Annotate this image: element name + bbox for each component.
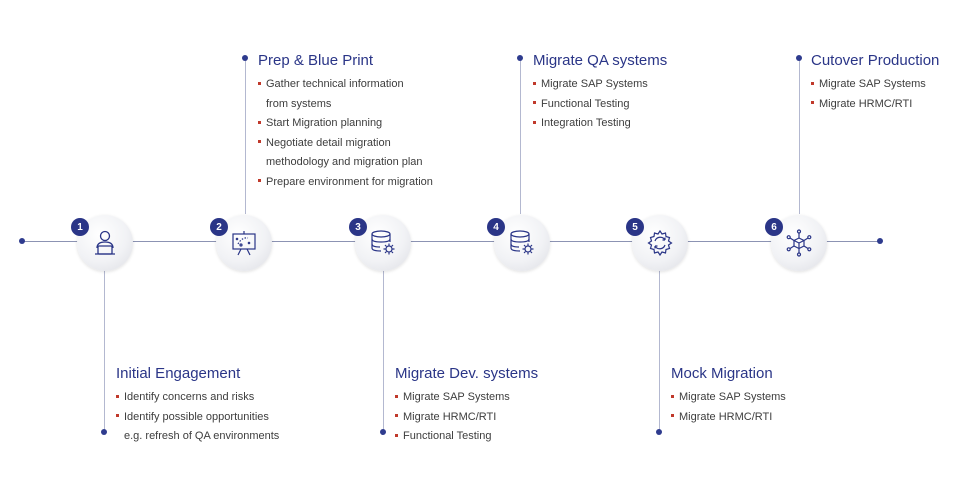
bullet-icon — [533, 101, 536, 105]
step-title: Migrate QA systems — [533, 52, 668, 69]
connector-step-3 — [383, 270, 384, 432]
bullet-icon — [116, 394, 119, 398]
task-label: Functional Testing — [403, 430, 492, 442]
step-title: Initial Engagement — [116, 365, 241, 382]
connector-dot-step-3 — [380, 429, 386, 435]
task-label: Identify concerns and risks — [124, 391, 255, 403]
task-item: Migrate SAP Systems — [395, 388, 538, 408]
step-task-list: Gather technical information from systems… — [258, 75, 433, 192]
task-item: Migrate HRMC/RTI — [395, 408, 538, 428]
step-title: Mock Migration — [671, 365, 773, 382]
task-label: Negotiate detail migration — [266, 136, 391, 149]
database-gear-icon — [510, 230, 534, 255]
timeline-end-dot — [877, 238, 883, 244]
step-6-circle — [771, 215, 827, 271]
connector-step-2 — [245, 58, 246, 214]
task-label: Migrate HRMC/RTI — [403, 410, 497, 423]
bullet-icon — [258, 120, 261, 124]
bullet-icon — [533, 81, 536, 85]
connector-step-1 — [104, 270, 105, 432]
connector-step-5 — [659, 270, 660, 432]
task-label: Gather technical information — [266, 78, 404, 90]
bullet-icon — [395, 394, 398, 398]
bullet-icon — [258, 140, 261, 144]
task-label: Migrate SAP Systems — [819, 78, 926, 90]
gear-cycle-icon — [647, 229, 673, 257]
task-item-continuation: e.g. refresh of QA environments — [124, 430, 280, 442]
connector-dot-step-4 — [517, 55, 523, 61]
connector-step-6 — [799, 58, 800, 214]
task-label: Migrate SAP Systems — [403, 391, 510, 403]
presentation-board-icon — [232, 231, 256, 256]
step-3-badge: 3 — [349, 218, 367, 236]
cube-network-icon — [786, 229, 812, 257]
task-label: Functional Testing — [541, 97, 630, 110]
bullet-icon — [811, 81, 814, 85]
step-title: Cutover Production — [811, 52, 940, 69]
connector-dot-step-2 — [242, 55, 248, 61]
connector-dot-step-6 — [796, 55, 802, 61]
database-gear-icon — [371, 230, 395, 255]
task-item: Gather technical information — [258, 75, 433, 95]
bullet-icon — [116, 414, 119, 418]
task-label: Identify possible opportunities — [124, 410, 269, 423]
task-item: Migrate SAP Systems — [811, 75, 939, 95]
step-2-badge: 2 — [210, 218, 228, 236]
task-item: Migrate SAP Systems — [671, 388, 786, 408]
task-item: Negotiate detail migration — [258, 134, 433, 154]
step-title: Migrate Dev. systems — [395, 365, 539, 382]
bullet-icon — [811, 101, 814, 105]
task-label: Migrate SAP Systems — [541, 78, 648, 90]
task-label: Migrate HRMC/RTI — [679, 410, 773, 423]
task-item-continuation: from systems — [266, 97, 332, 110]
task-label: Integration Testing — [541, 117, 631, 129]
task-item: Identify possible opportunities — [116, 408, 279, 428]
task-label: Migrate HRMC/RTI — [819, 97, 913, 110]
bullet-icon — [258, 81, 261, 85]
bullet-icon — [671, 414, 674, 418]
timeline-start-dot — [19, 238, 25, 244]
bullet-icon — [395, 433, 398, 437]
task-item: Integration Testing — [533, 114, 667, 134]
bullet-icon — [671, 394, 674, 398]
step-5-badge: 5 — [626, 218, 644, 236]
task-label: Start Migration planning — [266, 117, 383, 129]
connector-dot-step-5 — [656, 429, 662, 435]
connector-dot-step-1 — [101, 429, 107, 435]
task-item: Migrate SAP Systems — [533, 75, 667, 95]
step-1-badge: 1 — [71, 218, 89, 236]
bullet-icon — [258, 179, 261, 183]
task-item: Prepare environment for migration — [258, 173, 433, 193]
task-item: Functional Testing — [533, 95, 667, 115]
task-label: Migrate SAP Systems — [679, 391, 786, 403]
task-item-continuation: methodology and migration plan — [266, 156, 423, 168]
task-label: Prepare environment for migration — [266, 175, 433, 188]
bullet-icon — [395, 414, 398, 418]
task-item: Start Migration planning — [258, 114, 433, 134]
bullet-icon — [533, 120, 536, 124]
task-item: Functional Testing — [395, 427, 538, 447]
task-item: Identify concerns and risks — [116, 388, 279, 408]
step-4-badge: 4 — [487, 218, 505, 236]
step-title: Prep & Blue Print — [258, 52, 374, 69]
user-laptop-icon — [95, 230, 115, 255]
task-item: Migrate HRMC/RTI — [811, 95, 939, 115]
timeline-axis — [22, 241, 880, 242]
step-6-badge: 6 — [765, 218, 783, 236]
task-item: Migrate HRMC/RTI — [671, 408, 786, 428]
connector-step-4 — [520, 58, 521, 214]
